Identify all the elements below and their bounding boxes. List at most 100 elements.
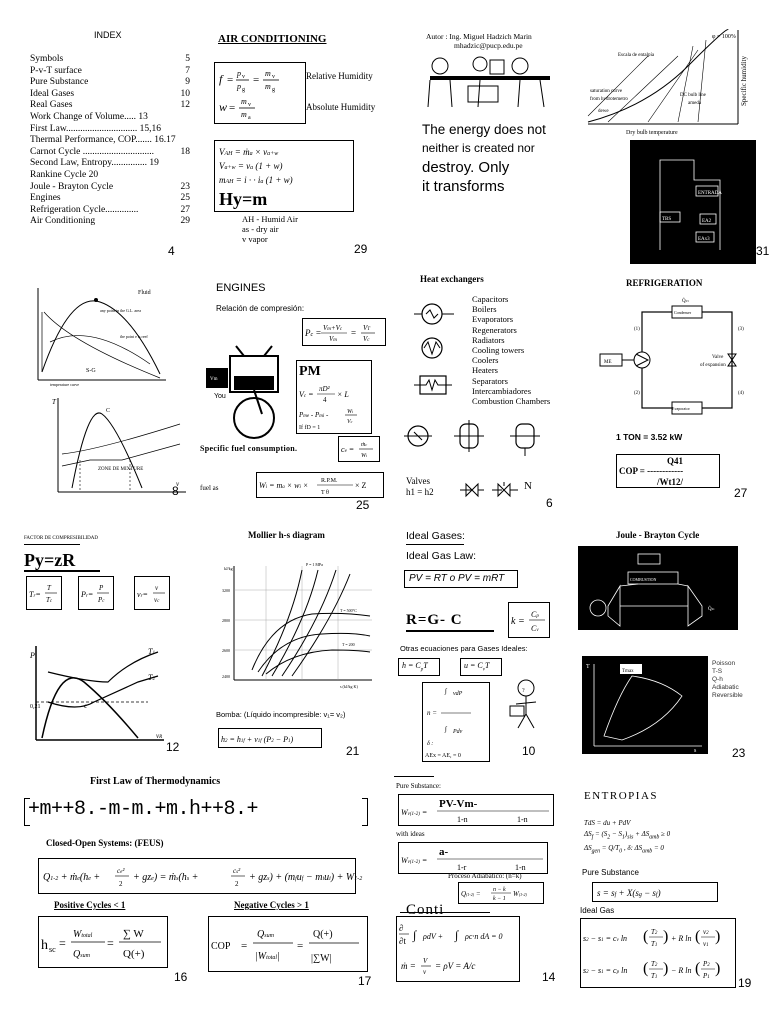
svg-text:T1: T1 — [148, 647, 155, 656]
n-label: N — [524, 480, 532, 492]
brayton-schematic-black: COMBUSTION Q̇41 — [578, 546, 738, 630]
svg-text:2600: 2600 — [222, 648, 230, 653]
svg-text:Cv: Cv — [531, 624, 539, 633]
svg-text:3200: 3200 — [222, 588, 230, 593]
svg-text:Evaporator: Evaporator — [672, 406, 690, 411]
compression-label: Relación de compresión: — [216, 304, 305, 313]
energy-quote: The energy does not neither is created n… — [422, 122, 546, 195]
svg-text:any point in the G.L. area: any point in the G.L. area — [100, 308, 141, 313]
svg-text:2: 2 — [235, 880, 239, 888]
svg-text:∫: ∫ — [412, 928, 417, 942]
svg-text:g: g — [272, 87, 275, 93]
conti-label: Conti — [406, 902, 445, 918]
page-number: 27 — [734, 486, 748, 500]
svg-text:ce =: ce = — [341, 445, 354, 454]
entropy-pure-label: Pure Substance — [582, 868, 639, 877]
svg-text:Vc: Vc — [363, 335, 370, 343]
svg-text:T2: T2 — [651, 960, 658, 968]
entropy-ideal-box: s2 − s1 = cv ln ( T2 T1 ) + R ln ( v2 v1… — [580, 918, 736, 988]
psychrometric-chart: φ = 100% saturation curve from hvdroteme… — [587, 29, 748, 136]
svg-text:Q̇41: Q̇41 — [708, 606, 715, 612]
svg-text:ZONE DE MIXTURE: ZONE DE MIXTURE — [98, 467, 143, 472]
svg-text:S-G: S-G — [86, 368, 96, 374]
feus-formula-box: Q1-2 + ṁe(he + ce² 2 + gze) = ṁs(hs + cs… — [38, 858, 362, 894]
svg-text:∂t: ∂t — [399, 936, 406, 946]
svg-text:∑ W: ∑ W — [123, 928, 144, 940]
svg-text:Pdv: Pdv — [452, 729, 463, 735]
svg-text:v: v — [176, 480, 180, 488]
svg-text:V: V — [423, 957, 428, 965]
svg-text:T = 500°C: T = 500°C — [340, 608, 357, 613]
pump-formula-box: h2 = h1f + v1f (P2 − P1) — [218, 728, 322, 748]
svg-text:1-n: 1-n — [457, 815, 468, 824]
svg-text:− R ln: − R ln — [671, 966, 692, 975]
page-number: 25 — [356, 498, 370, 512]
svg-text:ρdV +: ρdV + — [422, 932, 443, 941]
relative-humidity-label: Relative Humidity — [306, 71, 373, 81]
heat-exchangers-panel: Heat exchangers Capacitors Boilers Evapo… — [398, 272, 566, 516]
polytropic-box: n = ∫vdP ∫Pdv δ : AEx = AE, = 0 — [422, 682, 490, 762]
svg-text:Wv(1-2) =: Wv(1-2) = — [401, 808, 427, 817]
adiabatic-box: Q(1-2) = n − k k − 1 W(1-2) — [458, 882, 544, 904]
svg-text:T = 200: T = 200 — [342, 642, 355, 647]
otras-label: Otras ecuaciones para Gases Ideales: — [400, 644, 528, 653]
svg-text:ρc·n dA = 0: ρc·n dA = 0 — [464, 932, 503, 941]
ts-diagram-black: ENTRADA TBS EA2 EAx3 — [630, 140, 756, 264]
svg-text:?: ? — [522, 688, 525, 694]
svg-text:(2): (2) — [634, 391, 640, 396]
svg-text:Tc: Tc — [46, 596, 53, 604]
entropy-pure-box: s = sf + X(sg − sf) — [592, 882, 718, 902]
svg-text:(1): (1) — [634, 327, 640, 332]
humid-air-legend: AH - Humid Air as - dry air v vapor — [242, 214, 298, 244]
svg-text:ameda: ameda — [688, 101, 702, 106]
svg-text:Vm: Vm — [329, 335, 337, 343]
joule-legend: Poisson T-S Q-h Adiabatic Reversible — [712, 660, 743, 699]
svg-text:a-: a- — [439, 846, 449, 858]
svg-text:× L: × L — [337, 390, 349, 399]
rgc-underline — [406, 630, 494, 632]
svg-text:(4): (4) — [738, 391, 744, 396]
svg-text:Valve: Valve — [712, 355, 724, 360]
svg-text:φ = 100%: φ = 100% — [712, 34, 736, 40]
pure-substance-rule — [394, 776, 434, 777]
index-entry: Rankine Cycle 20 — [30, 169, 99, 180]
svg-text:s = sf + X(sg − sf): s = sf + X(sg − sf) — [597, 888, 661, 898]
svg-text:|∑W|: |∑W| — [311, 953, 332, 964]
svg-text:If fD = 1: If fD = 1 — [299, 424, 320, 431]
svg-text:T1: T1 — [651, 972, 657, 980]
svg-text:ME: ME — [604, 360, 612, 365]
refrigeration-panel: REFRIGERATION Condenser Evaporator ME Va… — [586, 272, 760, 508]
svg-text:1-n: 1-n — [517, 815, 528, 824]
ideal-gas-law-box: PV = RT o PV = mRT — [404, 570, 518, 588]
ts-brayton-black: Tmax T s — [582, 656, 708, 754]
svg-text:): ) — [663, 928, 668, 945]
svg-text:Wi: Wi — [347, 409, 353, 415]
compression-formula-box: Pc = Vm+Vc Vm = VT Vc — [302, 318, 386, 346]
index-entry: Carnot Cycle ...........................… — [30, 146, 190, 157]
cop-formula-box-2: COP = Qsum |Wtotal| = Q(+) |∑W| — [208, 916, 368, 972]
svg-text:dewe: dewe — [598, 109, 609, 114]
svg-text:): ) — [715, 928, 720, 945]
joule-brayton-panel: Joule - Brayton Cycle COMBUSTION Q̇41 Tm… — [578, 526, 760, 766]
entropias-panel: ENTROPIAS TdS = du + PdV ΔSf = (S2 − S1)… — [578, 776, 768, 1014]
with-ideas-label: with ideas — [396, 830, 425, 838]
svg-text:Q1-2 + ṁe(he +: Q1-2 + ṁe(he + — [43, 872, 100, 883]
svg-text:You: You — [214, 393, 226, 400]
rgc-formula: R=G- C — [406, 612, 463, 628]
svg-text:p: p — [236, 69, 241, 78]
tv-diagram: T v ZONE DE MIXTURE C — [52, 398, 186, 493]
svg-text:m: m — [265, 82, 271, 91]
svg-text:s (kJ/kg K): s (kJ/kg K) — [340, 684, 358, 689]
svg-text:Pc =: Pc = — [304, 328, 322, 338]
svg-text:(3): (3) — [738, 327, 744, 332]
author-email: mhadzic@pucp.edu.pe — [454, 41, 523, 50]
index-title: INDEX — [94, 30, 122, 40]
svg-text:v: v — [242, 74, 245, 80]
svg-text:=: = — [241, 940, 247, 952]
sfc-formula-box: ce = ṁc Wi — [338, 436, 380, 462]
svg-text:Dry bulb temperature: Dry bulb temperature — [626, 130, 678, 136]
